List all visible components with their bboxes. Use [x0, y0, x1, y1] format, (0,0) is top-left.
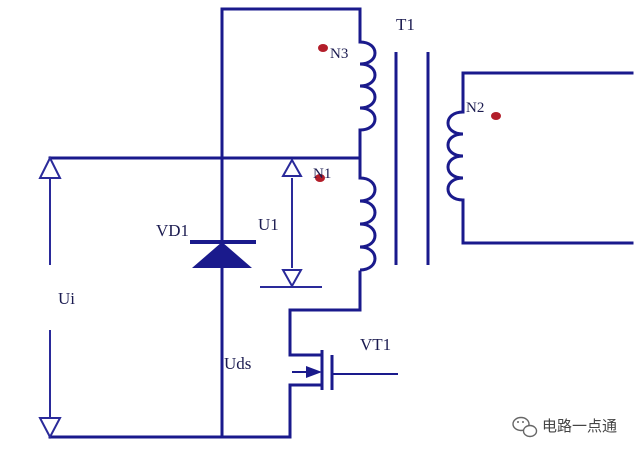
winding-n3	[359, 40, 377, 132]
polarity-dot-n2	[491, 112, 501, 120]
label-n2: N2	[466, 100, 484, 116]
watermark-text: 电路一点通	[542, 417, 617, 435]
n2-bottom-wire	[461, 198, 634, 245]
label-n1: N1	[313, 166, 331, 182]
label-vt1: VT1	[360, 335, 391, 354]
ui-voltage-arrow	[38, 155, 62, 440]
bottom-wire	[48, 383, 292, 439]
n1-bottom-wire	[288, 270, 362, 357]
winding-n1	[359, 176, 377, 272]
label-vd1: VD1	[156, 221, 189, 240]
watermark: 电路一点通	[512, 416, 617, 438]
transformer-core	[394, 52, 430, 265]
winding-n2	[446, 110, 464, 202]
transistor-vt1	[288, 350, 398, 390]
label-ui: Ui	[58, 289, 75, 308]
diode-vd1	[190, 240, 256, 268]
n2-top-wire	[461, 71, 634, 114]
wechat-icon	[512, 416, 538, 438]
label-n3: N3	[330, 46, 348, 62]
wiring	[48, 7, 634, 439]
label-u1: U1	[258, 215, 279, 234]
label-t1: T1	[396, 15, 415, 34]
u1-voltage-arrow	[260, 157, 322, 289]
polarity-dot-n1	[315, 174, 325, 182]
polarity-dot-n3	[318, 44, 328, 52]
label-uds: Uds	[224, 354, 251, 373]
top-wire	[220, 7, 362, 44]
